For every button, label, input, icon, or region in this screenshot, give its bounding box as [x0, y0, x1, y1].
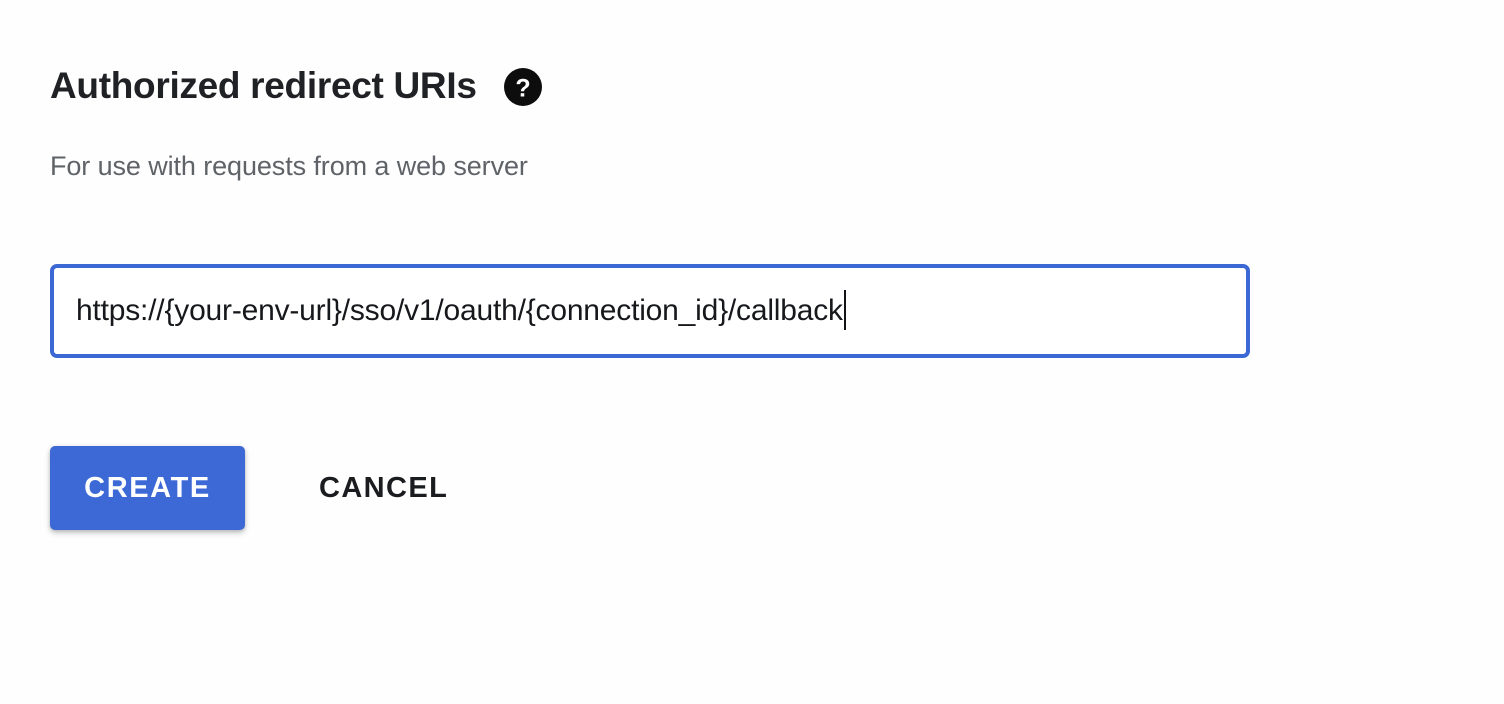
redirect-uri-input[interactable]: https://{your-env-url}/sso/v1/oauth/{con… [50, 264, 1250, 358]
section-heading: Authorized redirect URIs ? [50, 64, 543, 107]
text-caret [843, 290, 846, 330]
svg-text:?: ? [515, 75, 530, 103]
create-button[interactable]: CREATE [50, 446, 245, 530]
form-actions: CREATE CANCEL [50, 446, 458, 530]
cancel-button[interactable]: CANCEL [309, 446, 458, 530]
help-circle-icon[interactable]: ? [503, 67, 543, 107]
section-description: For use with requests from a web server [50, 151, 528, 181]
page-title: Authorized redirect URIs [50, 65, 477, 106]
redirect-uri-value: https://{your-env-url}/sso/v1/oauth/{con… [76, 294, 843, 327]
